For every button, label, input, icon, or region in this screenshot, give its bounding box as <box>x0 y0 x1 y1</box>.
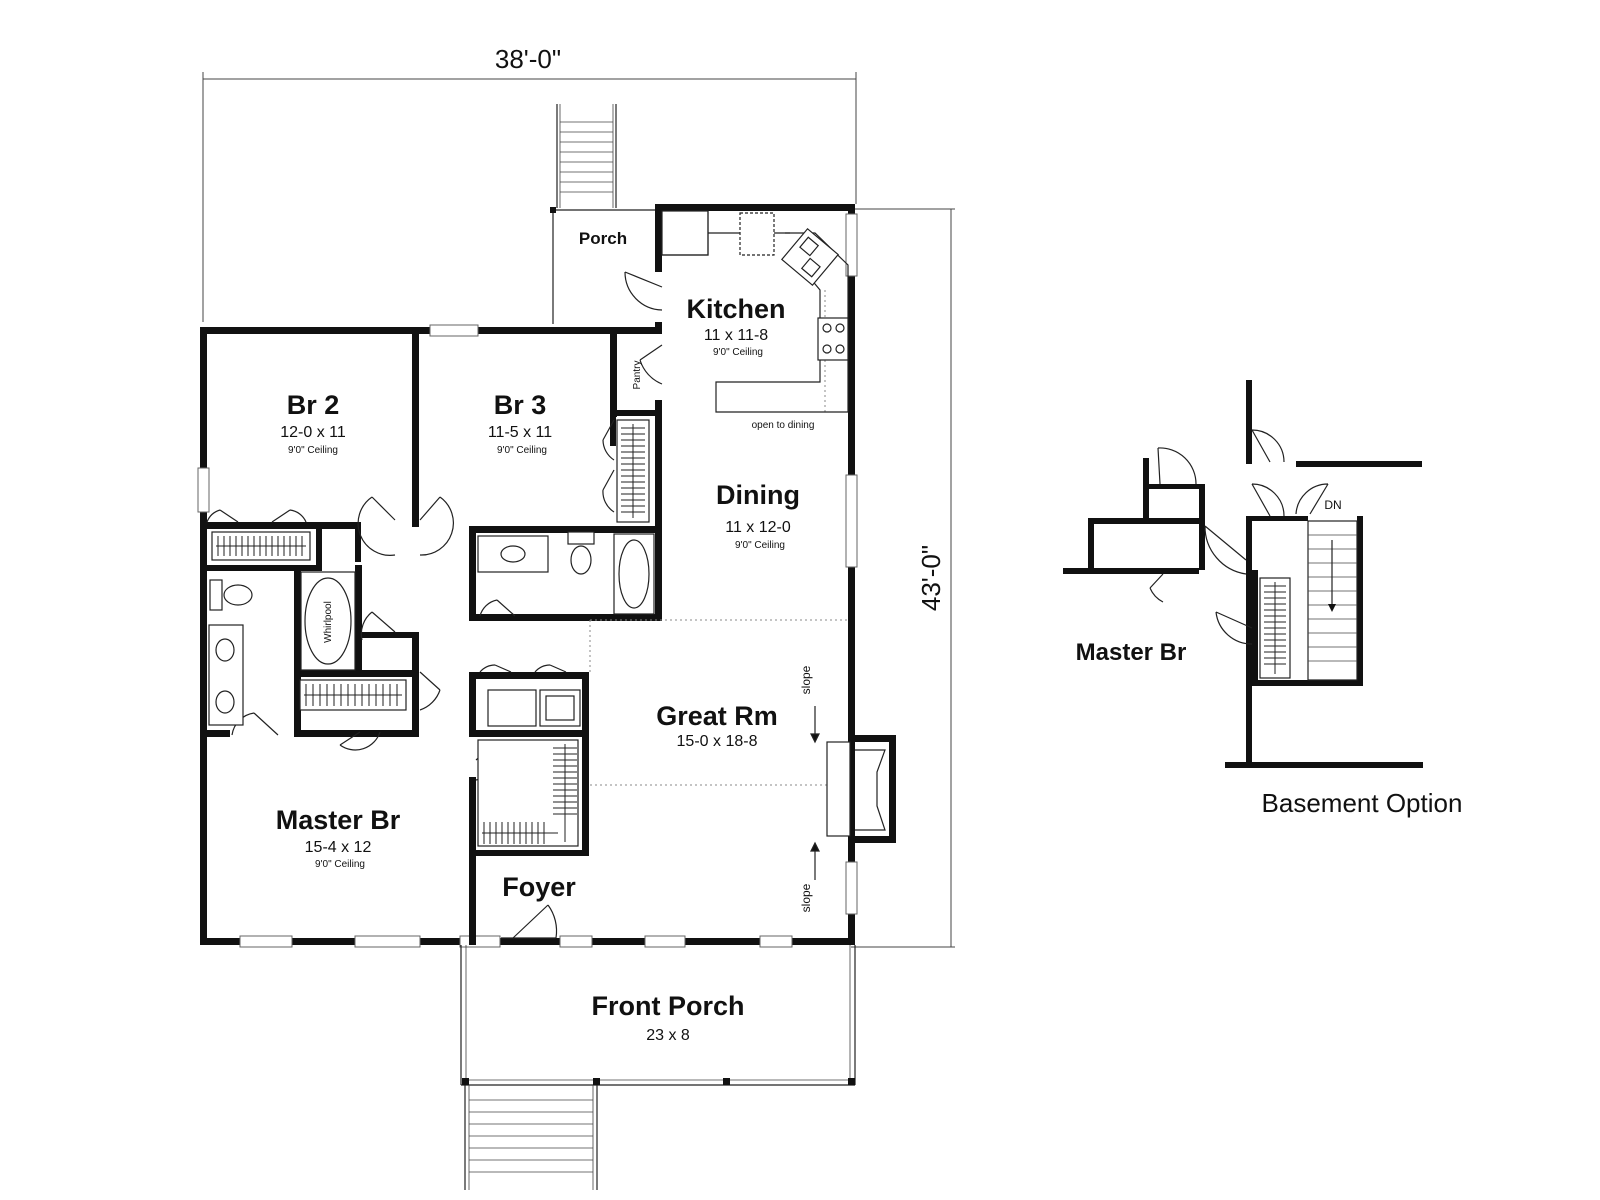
kitchen-sink-icon <box>780 227 840 287</box>
room-size-kitchen: 11 x 11-8 <box>704 327 768 344</box>
width-dimension: 38'-0" <box>495 44 561 74</box>
room-ceiling-kitchen: 9'0" Ceiling <box>713 347 763 358</box>
kitchen-fixtures <box>661 210 849 413</box>
room-size-master-br: 15-4 x 12 <box>305 839 372 856</box>
slope-label-lower: slope <box>799 883 813 912</box>
bathtub-icon <box>613 533 655 615</box>
room-name-dining: Dining <box>716 480 800 510</box>
room-ceiling-br2: 9'0" Ceiling <box>288 445 338 456</box>
room-name-foyer: Foyer <box>502 872 576 902</box>
washer-dryer-icon <box>487 689 581 727</box>
room-ceiling-dining: 9'0" Ceiling <box>735 540 785 551</box>
front-stairs <box>464 1085 598 1190</box>
open-to-dining-note: open to dining <box>752 420 815 431</box>
bath-fixtures: Whirlpool <box>208 531 655 727</box>
slope-label-upper: slope <box>799 665 813 694</box>
room-name-great-rm: Great Rm <box>656 701 778 731</box>
front-porch <box>460 945 856 1086</box>
room-size-dining: 11 x 12-0 <box>725 519 791 536</box>
room-size-br2: 12-0 x 11 <box>280 424 346 441</box>
basement-closet <box>1259 577 1291 679</box>
dimension-lines <box>202 72 955 948</box>
room-name-br2: Br 2 <box>287 390 340 420</box>
slope-arrows <box>810 706 820 880</box>
room-name-kitchen: Kitchen <box>686 294 785 324</box>
room-ceiling-master-br: 9'0" Ceiling <box>315 859 365 870</box>
room-size-front-porch: 23 x 8 <box>646 1027 690 1044</box>
room-size-br3: 11-5 x 11 <box>488 424 552 441</box>
depth-dimension: 43'-0" <box>916 545 946 611</box>
room-size-great-rm: 15-0 x 18-8 <box>677 733 758 750</box>
room-name-back-porch: Porch <box>579 229 627 248</box>
basement-option-inset: DN Master Br Basement Option <box>1063 380 1462 818</box>
back-porch <box>550 207 655 324</box>
basement-room-label: Master Br <box>1076 639 1187 666</box>
basement-stair <box>1307 520 1358 681</box>
basement-caption: Basement Option <box>1262 788 1463 818</box>
room-ceiling-br3: 9'0" Ceiling <box>497 445 547 456</box>
doors <box>206 271 663 939</box>
room-name-front-porch: Front Porch <box>592 991 745 1021</box>
pantry-label: Pantry <box>632 361 643 390</box>
back-stairs <box>556 104 617 208</box>
closets <box>211 419 650 847</box>
whirlpool-tub-icon <box>300 571 356 671</box>
fireplace-icon <box>826 741 886 837</box>
range-icon <box>817 317 849 361</box>
toilet-icon <box>209 579 253 611</box>
toilet-icon <box>567 531 595 575</box>
basement-stair-label: DN <box>1324 498 1341 512</box>
windows <box>197 213 858 948</box>
whirlpool-label: Whirlpool <box>323 601 334 643</box>
room-name-br3: Br 3 <box>494 390 547 420</box>
interior-walls <box>200 327 896 945</box>
room-name-master-br: Master Br <box>276 805 401 835</box>
